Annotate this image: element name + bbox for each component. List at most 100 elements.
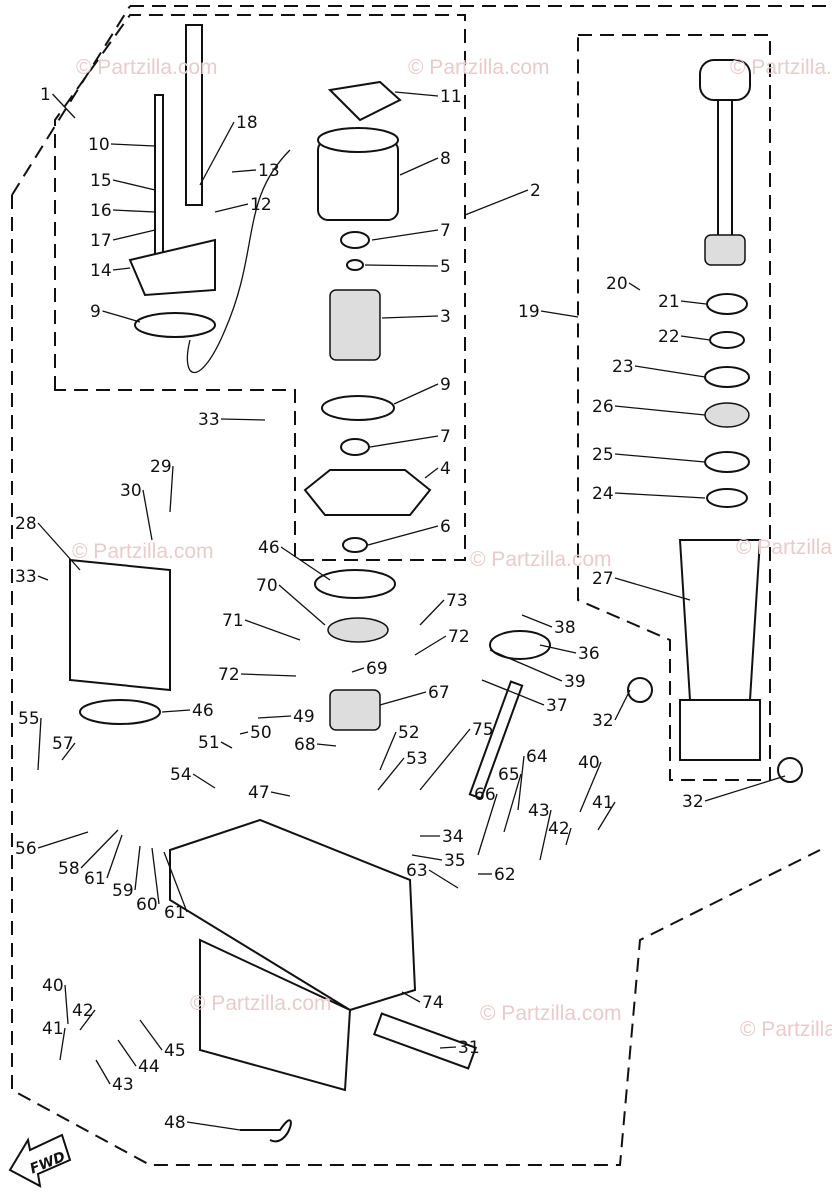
callout-49: 49 (257, 707, 315, 727)
leader-line (489, 649, 563, 682)
part-number-label: 64 (526, 747, 548, 767)
leader-line (52, 93, 76, 119)
part-number-label: 6 (440, 517, 451, 537)
callout-47: 47 (248, 783, 291, 803)
watermark-text: © Partzilla.com (190, 992, 332, 1015)
leader-line (424, 467, 439, 479)
part-number-label: 26 (592, 397, 614, 417)
leader-line (503, 773, 522, 833)
cover-14 (128, 238, 216, 297)
part-number-label: 46 (258, 538, 280, 558)
leader-line (539, 809, 552, 861)
part-number-label: 7 (440, 221, 451, 241)
leader-line (401, 991, 421, 1003)
callout-40: 40 (578, 753, 602, 813)
leader-line (377, 757, 405, 791)
callout-11: 11 (394, 87, 462, 107)
tilt-cylinder-27 (678, 539, 762, 701)
part-number-label: 48 (164, 1113, 186, 1133)
part-number-label: 9 (90, 302, 101, 322)
callout-61: 61 (84, 834, 123, 889)
leader-line (134, 845, 141, 891)
leader-line (61, 742, 76, 761)
leader-line (79, 1009, 96, 1031)
end-cover-4 (303, 469, 432, 516)
callout-23: 23 (612, 357, 706, 378)
part-number-label: 71 (222, 611, 244, 631)
callout-74: 74 (401, 991, 444, 1013)
leader-line (411, 854, 443, 861)
callout-12: 12 (214, 195, 272, 215)
leader-line (351, 667, 365, 673)
callout-26: 26 (592, 397, 706, 417)
callout-14: 14 (90, 261, 131, 281)
part-number-label: 2 (530, 181, 541, 201)
leader-line (110, 143, 156, 147)
leader-line (112, 229, 156, 241)
leader-line (539, 644, 577, 654)
leader-line (244, 619, 301, 641)
callout-31: 31 (439, 1038, 480, 1058)
callout-71: 71 (222, 611, 301, 641)
part-number-label: 27 (592, 569, 614, 589)
callout-38: 38 (521, 614, 576, 638)
callout-72: 72 (414, 627, 470, 656)
collar-32a (627, 677, 653, 703)
motor-assembly-boundary (54, 14, 466, 561)
part-number-label: 73 (446, 591, 468, 611)
callout-42: 42 (72, 1001, 96, 1031)
leader-line (316, 743, 337, 747)
callout-43: 43 (528, 801, 552, 861)
part-number-label: 32 (592, 711, 614, 731)
callout-41: 41 (592, 793, 616, 831)
parts (69, 24, 803, 1143)
callout-72: 72 (218, 665, 297, 685)
leader-line (614, 492, 706, 499)
callout-46: 46 (258, 538, 331, 581)
callout-35: 35 (411, 851, 466, 871)
callout-44: 44 (117, 1039, 160, 1077)
o-ring-21 (706, 293, 748, 315)
part-number-label: 62 (494, 865, 516, 885)
leader-line (112, 209, 156, 213)
leader-line (112, 267, 131, 271)
leader-line (464, 189, 529, 216)
leader-line (80, 829, 119, 869)
leader-line (163, 851, 188, 913)
leader-line (102, 310, 141, 323)
bearing-7a (340, 231, 370, 249)
callout-36: 36 (539, 644, 600, 664)
part-number-label: 18 (236, 113, 258, 133)
watermark-text: © Partzilla.com (470, 548, 612, 571)
part-number-label: 41 (592, 793, 614, 813)
part-number-label: 65 (498, 765, 520, 785)
part-number-label: 51 (198, 733, 220, 753)
leader-line (628, 282, 641, 291)
part-number-label: 5 (440, 257, 451, 277)
callout-32: 32 (682, 775, 786, 812)
backup-ring-22 (709, 331, 745, 349)
leader-line (186, 1121, 241, 1131)
seal-6 (342, 537, 368, 553)
leader-line (477, 793, 498, 856)
leader-line (37, 831, 89, 849)
leader-line (214, 203, 249, 213)
callout-25: 25 (592, 445, 706, 465)
callout-4: 4 (424, 459, 451, 479)
leader-line (142, 489, 153, 541)
callout-24: 24 (592, 484, 706, 504)
leader-line (614, 453, 706, 463)
part-number-label: 39 (564, 672, 586, 692)
callout-39: 39 (489, 649, 586, 692)
part-number-label: 37 (546, 696, 568, 716)
leader-line (481, 679, 545, 706)
part-number-label: 56 (15, 839, 37, 859)
leader-line (680, 300, 707, 305)
lead-wire-grommet (185, 24, 203, 206)
callout-59: 59 (112, 845, 141, 901)
callout-46: 46 (161, 701, 214, 721)
part-number-label: 31 (458, 1038, 480, 1058)
part-number-label: 33 (198, 410, 220, 430)
callout-41: 41 (42, 1019, 66, 1061)
